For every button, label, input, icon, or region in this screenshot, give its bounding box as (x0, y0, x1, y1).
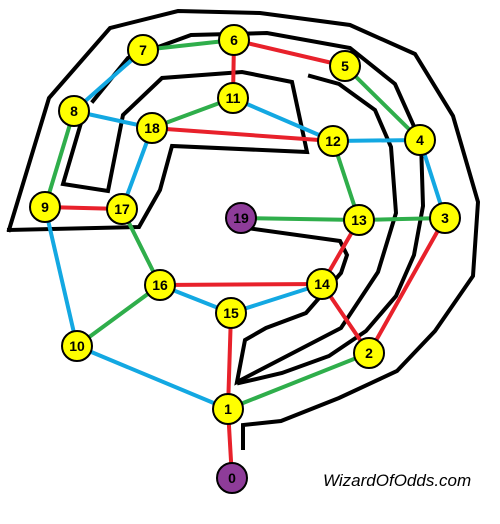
node-circle-17 (106, 193, 138, 225)
node-circle-8 (58, 95, 90, 127)
edge-4-5 (343, 64, 422, 142)
node-label-5: 5 (341, 58, 349, 74)
node-label-15: 15 (223, 305, 239, 321)
node-label-11: 11 (226, 90, 241, 106)
node-label-0: 0 (228, 470, 236, 486)
node-circle-16 (144, 269, 176, 301)
node-circle-3 (429, 202, 461, 234)
node-circle-10 (61, 330, 93, 362)
edge-12-18 (150, 126, 335, 143)
edge-10-16 (75, 283, 162, 348)
node-circle-4 (404, 124, 436, 156)
node-label-8: 8 (70, 103, 78, 119)
node-circle-2 (353, 337, 385, 369)
edge-1-15 (226, 311, 233, 411)
node-19: 19 (225, 202, 257, 234)
node-6: 6 (218, 24, 250, 56)
maze-wall-4 (234, 73, 399, 386)
node-circle-18 (136, 112, 168, 144)
node-8: 8 (58, 95, 90, 127)
node-4: 4 (404, 124, 436, 156)
node-18: 18 (136, 112, 168, 144)
node-16: 16 (144, 269, 176, 301)
node-12: 12 (317, 125, 349, 157)
node-circle-9 (29, 191, 61, 223)
node-circle-7 (127, 34, 159, 66)
node-7: 7 (127, 34, 159, 66)
node-label-6: 6 (230, 32, 238, 48)
node-label-4: 4 (416, 132, 424, 148)
node-10: 10 (61, 330, 93, 362)
edge-14-16 (158, 282, 324, 287)
node-0: 0 (216, 462, 248, 494)
node-label-12: 12 (325, 133, 341, 149)
maze-walls (6, 8, 481, 450)
node-label-1: 1 (224, 401, 232, 417)
edge-1-10 (75, 344, 230, 411)
node-9: 9 (29, 191, 61, 223)
edge-11-12 (231, 96, 335, 143)
node-label-18: 18 (144, 120, 160, 136)
node-1: 1 (212, 393, 244, 425)
maze-wall-3 (6, 69, 310, 233)
node-15: 15 (215, 297, 247, 329)
edge-1-2 (226, 351, 371, 411)
node-14: 14 (306, 268, 338, 300)
node-circle-5 (329, 50, 361, 82)
node-circle-13 (343, 204, 375, 236)
edge-13-19 (239, 216, 361, 222)
node-label-2: 2 (365, 345, 373, 361)
node-circle-12 (317, 125, 349, 157)
node-label-13: 13 (351, 212, 367, 228)
edge-8-9 (43, 109, 76, 209)
node-circle-6 (218, 24, 250, 56)
node-circle-14 (306, 268, 338, 300)
node-circle-11 (217, 82, 249, 114)
node-label-10: 10 (69, 338, 85, 354)
edge-2-3 (367, 216, 447, 355)
node-label-14: 14 (314, 276, 330, 292)
node-17: 17 (106, 193, 138, 225)
node-5: 5 (329, 50, 361, 82)
maze-wall-1 (6, 8, 481, 450)
node-label-16: 16 (152, 277, 168, 293)
node-13: 13 (343, 204, 375, 236)
node-2: 2 (353, 337, 385, 369)
node-label-3: 3 (441, 210, 449, 226)
node-label-19: 19 (233, 210, 249, 226)
node-circle-19 (225, 202, 257, 234)
node-label-7: 7 (139, 42, 147, 58)
edge-5-6 (232, 38, 347, 68)
node-circle-15 (215, 297, 247, 329)
node-3: 3 (429, 202, 461, 234)
edge-9-10 (43, 205, 79, 348)
maze-wall-2 (90, 30, 426, 386)
node-circle-1 (212, 393, 244, 425)
credit-text: WizardOfOdds.com (323, 471, 471, 490)
node-label-9: 9 (41, 199, 49, 215)
node-11: 11 (217, 82, 249, 114)
node-circle-0 (216, 462, 248, 494)
node-label-17: 17 (114, 201, 130, 217)
